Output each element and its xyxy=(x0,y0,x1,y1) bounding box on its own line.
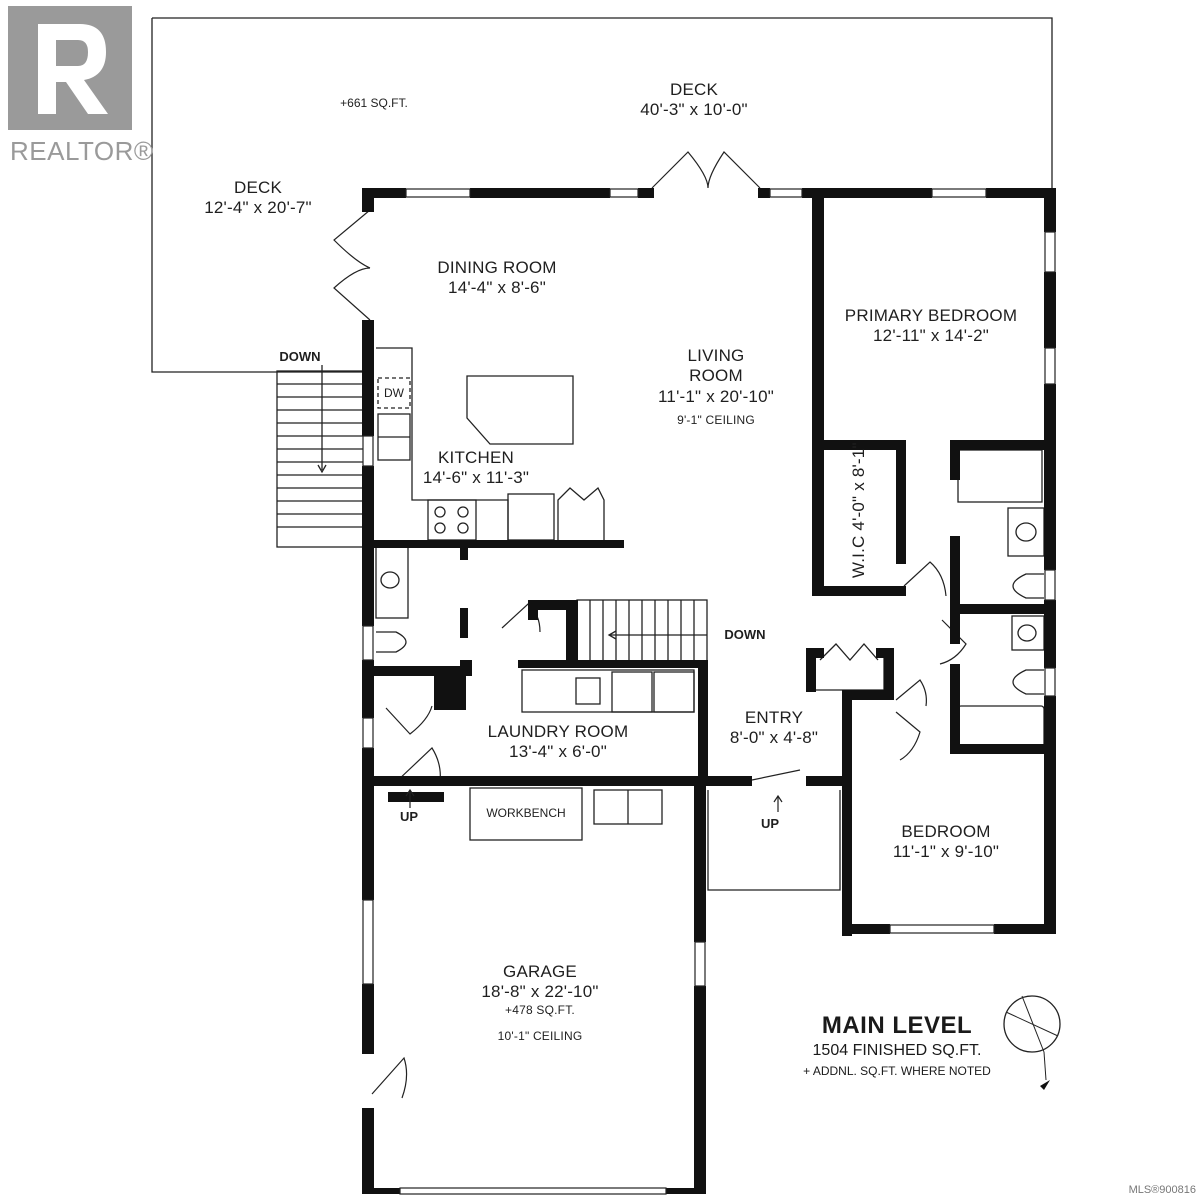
wall-kitchen xyxy=(412,540,624,548)
center-stair-treads xyxy=(589,600,695,664)
bathtub xyxy=(957,705,1045,749)
garage-name: GARAGE xyxy=(503,962,577,981)
garage-side-door xyxy=(371,1056,408,1099)
garage-ceiling: 10'-1" CEILING xyxy=(497,1029,583,1044)
window xyxy=(405,188,471,198)
level-name: MAIN LEVEL xyxy=(821,1012,973,1039)
left-deck-door xyxy=(333,209,371,321)
primary-bedroom-dims: 12'-11" x 14'-2" xyxy=(873,326,989,346)
level-title-block: MAIN LEVEL 1504 FINISHED SQ.FT. + ADDNL.… xyxy=(803,1012,991,1078)
wic-label: W.I.C 4'-0" x 8'-1" xyxy=(849,442,869,578)
dryer xyxy=(653,671,695,713)
entry-dims: 8'-0" x 4'-8" xyxy=(729,728,819,748)
deck-left-name: DECK xyxy=(233,178,283,197)
stairs-down-center-label: DOWN xyxy=(724,627,766,642)
bedroom-name: BEDROOM xyxy=(901,822,991,841)
mls-number: MLS®900816 xyxy=(1128,1184,1196,1196)
realtor-r-icon xyxy=(38,24,108,114)
stairs-up-left-label: UP xyxy=(399,809,419,824)
living-room-dims: 11'-1" x 20'-10" xyxy=(658,386,774,406)
deck-door xyxy=(651,151,761,189)
wic-dims: 4'-0" x 8'-1" xyxy=(848,442,868,531)
stairs-up-right-label: UP xyxy=(760,816,780,831)
primary-bedroom-label: PRIMARY BEDROOM 12'-11" x 14'-2" xyxy=(845,306,1017,347)
living-room-ceiling: 9'-1" CEILING xyxy=(677,413,755,428)
realtor-logo-text: REALTOR® xyxy=(10,136,154,166)
laundry-counter xyxy=(521,669,695,713)
shower xyxy=(957,449,1043,503)
deck-left-dims: 12'-4" x 20'-7" xyxy=(204,198,312,218)
entry-name: ENTRY xyxy=(744,708,804,727)
bath-door xyxy=(939,619,967,665)
laundry-sink xyxy=(575,677,601,705)
wic-name: W.I.C xyxy=(848,535,868,579)
sqft-note: + ADDNL. SQ.FT. WHERE NOTED xyxy=(803,1064,991,1078)
dishwasher-label: DW xyxy=(384,386,404,400)
entry-door-swing xyxy=(895,679,927,707)
wall-garage-top xyxy=(374,776,752,786)
bedroom-label: BEDROOM 11'-1" x 9'-10" xyxy=(893,822,999,863)
deck-sqft: +661 SQ.FT. xyxy=(340,96,408,110)
kitchen-counter xyxy=(376,347,509,540)
kitchen-island xyxy=(466,375,574,445)
living-room-name-1: LIVING xyxy=(687,346,745,365)
garage-sqft: +478 SQ.FT. xyxy=(505,1002,575,1017)
laundry-room-dims: 13'-4" x 6'-0" xyxy=(509,742,607,762)
dining-room-dims: 14'-4" x 8'-6" xyxy=(448,278,546,298)
fridge xyxy=(507,493,555,541)
laundry-door xyxy=(385,705,433,735)
compass-north-icon xyxy=(1003,995,1061,1090)
range xyxy=(427,499,477,541)
kitchen-name: KITCHEN xyxy=(437,448,515,467)
bedroom-dims: 11'-1" x 9'-10" xyxy=(892,842,1000,862)
wall-left xyxy=(362,188,374,212)
garage-dims: 18'-8" x 22'-10" xyxy=(481,982,599,1002)
living-room-label: LIVING ROOM 11'-1" x 20'-10" 9'-1" CEILI… xyxy=(658,346,774,428)
dining-room-name: DINING ROOM xyxy=(437,258,557,277)
primary-bedroom-name: PRIMARY BEDROOM xyxy=(844,306,1018,325)
bath2-vanity xyxy=(1011,615,1045,651)
wall-right xyxy=(1044,188,1056,232)
workbench xyxy=(469,787,583,841)
left-stair-treads xyxy=(277,383,369,528)
ensuite-vanity xyxy=(1007,507,1045,557)
kitchen-label: KITCHEN 14'-6" x 11'-3" xyxy=(423,448,529,489)
laundry-room-name: LAUNDRY ROOM xyxy=(487,722,629,741)
kitchen-dims: 14'-6" x 11'-3" xyxy=(422,468,530,488)
living-room-name-2: ROOM xyxy=(689,366,743,386)
garage-label: GARAGE 18'-8" x 22'-10" +478 SQ.FT. 10'-… xyxy=(481,962,598,1044)
deck-top-label: DECK 40'-3" x 10'-0" xyxy=(640,80,748,121)
dining-room-label: DINING ROOM 14'-4" x 8'-6" xyxy=(437,258,556,299)
stairs-down-left-label: DOWN xyxy=(279,349,321,364)
deck-top-dims: 40'-3" x 10'-0" xyxy=(640,100,748,120)
realtor-r-mark xyxy=(8,6,132,130)
wall-top-left xyxy=(362,188,406,198)
laundry-room-label: LAUNDRY ROOM 13'-4" x 6'-0" xyxy=(488,722,629,763)
workbench-label: WORKBENCH xyxy=(486,806,566,820)
deck-outline xyxy=(151,17,1053,373)
closet-door xyxy=(895,711,921,761)
entry-front-door xyxy=(751,769,801,781)
hall-under xyxy=(707,790,841,891)
wall-primary-left xyxy=(812,196,824,596)
wic-door xyxy=(903,561,947,597)
deck-top-name: DECK xyxy=(669,80,719,99)
dishwasher xyxy=(377,377,411,409)
washer xyxy=(611,671,653,713)
entry-label: ENTRY 8'-0" x 4'-8" xyxy=(730,708,818,749)
realtor-logo: REALTOR® xyxy=(6,6,153,166)
deck-left-label: DECK 12'-4" x 20'-7" xyxy=(204,178,312,219)
finished-sqft: 1504 FINISHED SQ.FT. xyxy=(812,1042,982,1059)
